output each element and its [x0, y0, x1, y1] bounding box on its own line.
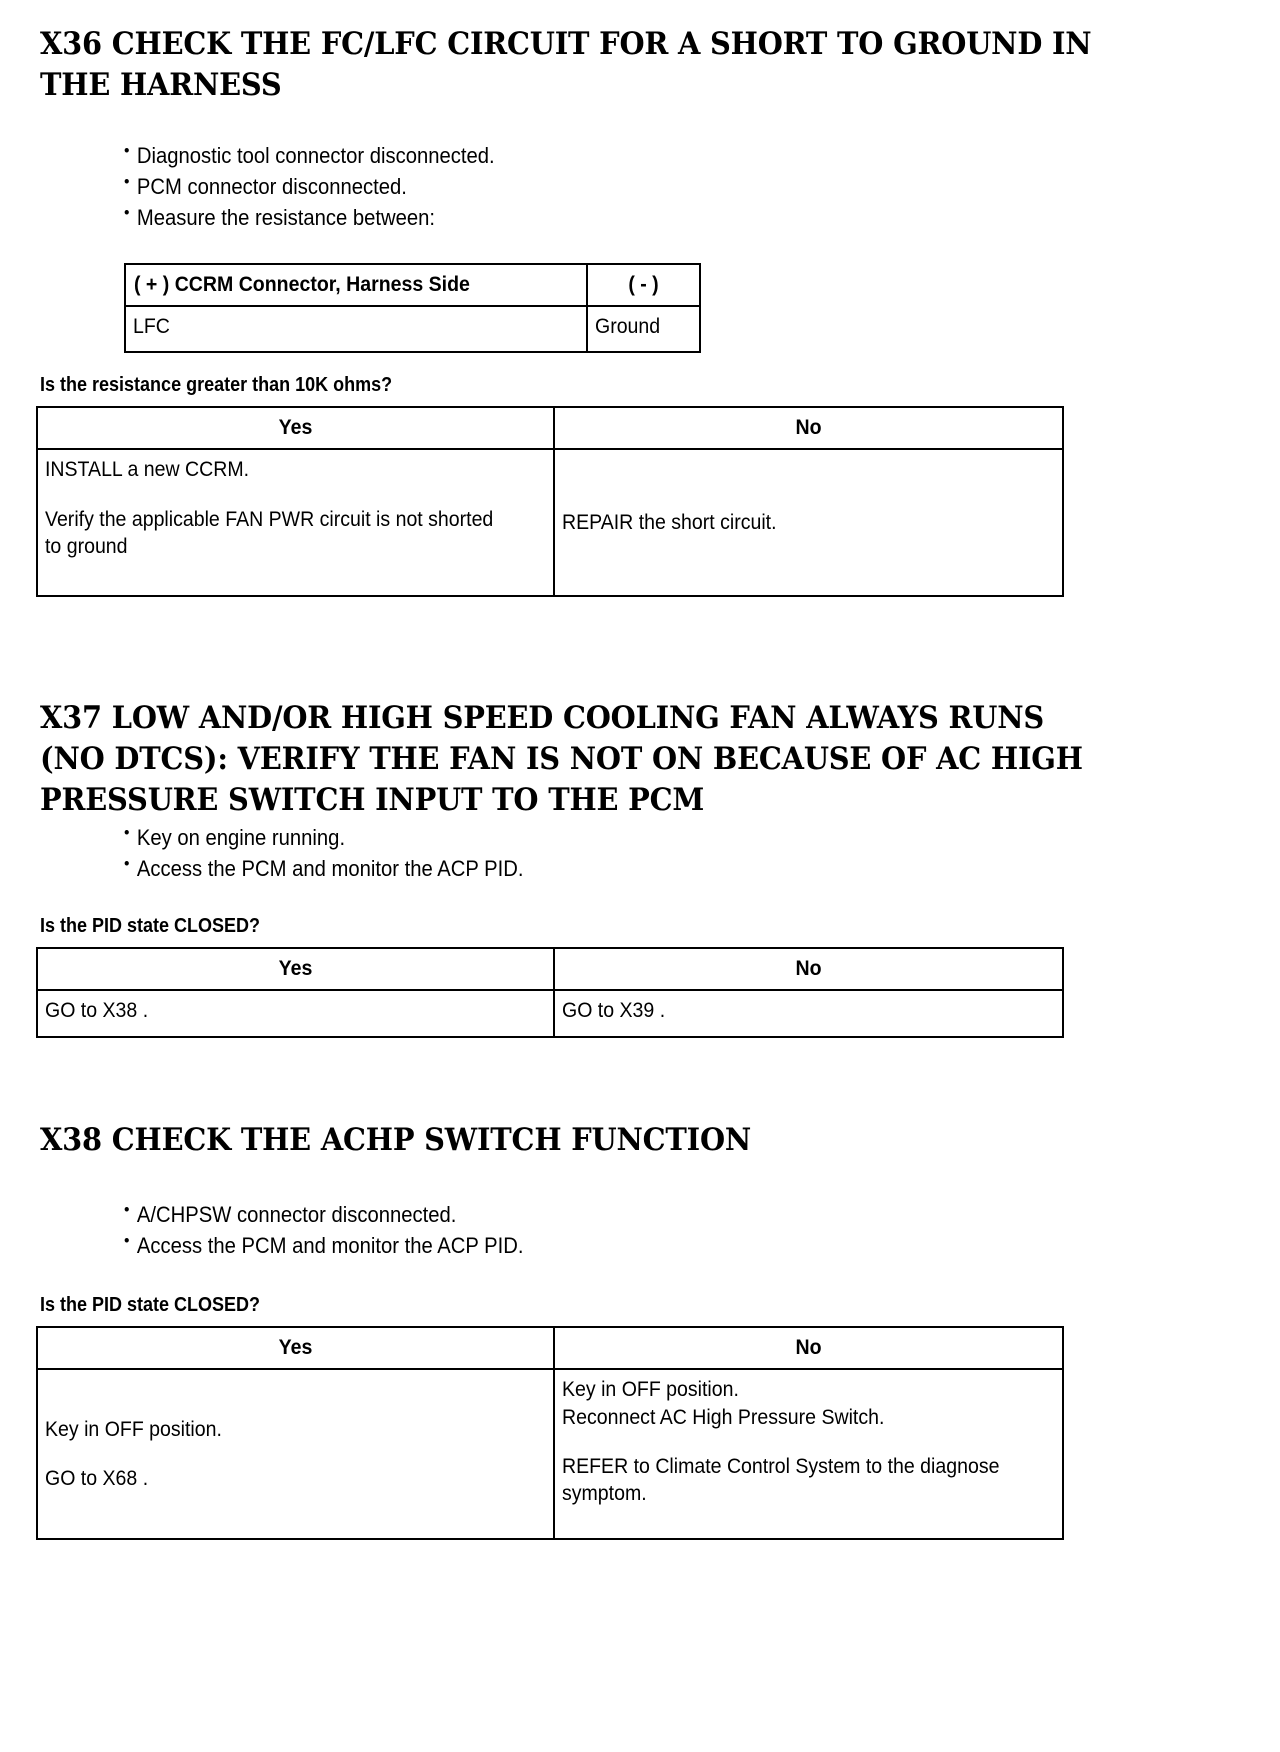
list-item: Access the PCM and monitor the ACP PID. [124, 1229, 823, 1261]
bullet-list-x38: A/CHPSW connector disconnected. Access t… [124, 1198, 884, 1261]
question-x36: Is the resistance greater than 10K ohms? [40, 374, 393, 396]
section-x38-heading: X38 CHECK THE ACHP SWITCH FUNCTION [40, 1120, 1190, 1161]
measurement-cell-negative: Ground [586, 305, 701, 354]
answer-table-x38: Yes No Key in OFF position. GO to X68 . … [36, 1325, 1064, 1541]
bullet-list-x36: Diagnostic tool connector disconnected. … [124, 139, 884, 234]
answer-cell-no: GO to X39 . [553, 989, 1064, 1039]
answer-header-yes: Yes [36, 405, 555, 451]
table-row: Key in OFF position. GO to X68 . Key in … [36, 1368, 1064, 1541]
table-header-row: Yes No [36, 405, 1064, 451]
measurement-header-positive: ( + ) CCRM Connector, Harness Side [124, 262, 588, 308]
table-row: GO to X38 . GO to X39 . [36, 989, 1064, 1039]
answer-cell-yes: GO to X38 . [36, 989, 555, 1039]
question-x38: Is the PID state CLOSED? [40, 1294, 261, 1316]
answer-header-yes: Yes [36, 1325, 555, 1371]
step-heading-x38: X38 CHECK THE ACHP SWITCH FUNCTION [40, 1122, 752, 1158]
measurement-table-x36: ( + ) CCRM Connector, Harness Side ( - )… [124, 262, 701, 354]
bullet-list-x37: Key on engine running. Access the PCM an… [124, 821, 884, 884]
answer-header-no: No [553, 405, 1064, 451]
answer-header-no: No [553, 946, 1064, 992]
spacer [45, 1443, 546, 1465]
table-header-row: Yes No [36, 946, 1064, 992]
table-row: INSTALL a new CCRM. Verify the applicabl… [36, 448, 1064, 598]
table-header-row: Yes No [36, 1325, 1064, 1371]
section-x36-heading: X36 CHECK THE FC/LFC CIRCUIT FOR A SHORT… [40, 24, 1180, 106]
list-item: PCM connector disconnected. [124, 170, 823, 202]
answer-cell-yes: INSTALL a new CCRM. Verify the applicabl… [36, 448, 555, 598]
answer-table-x37: Yes No GO to X38 . GO to X39 . [36, 946, 1064, 1039]
spacer [562, 1431, 1055, 1453]
table-row: LFC Ground [124, 305, 701, 354]
list-item: A/CHPSW connector disconnected. [124, 1198, 823, 1230]
list-item: Access the PCM and monitor the ACP PID. [124, 852, 823, 884]
list-item: Key on engine running. [124, 821, 823, 853]
answer-cell-yes: Key in OFF position. GO to X68 . [36, 1368, 555, 1541]
answer-cell-no: REPAIR the short circuit. [553, 448, 1064, 598]
list-item: Diagnostic tool connector disconnected. [124, 139, 823, 171]
answer-header-no: No [553, 1325, 1064, 1371]
step-heading-x36: X36 CHECK THE FC/LFC CIRCUIT FOR A SHORT… [40, 26, 1092, 103]
table-header-row: ( + ) CCRM Connector, Harness Side ( - ) [124, 262, 701, 308]
step-heading-x37: X37 LOW AND/OR HIGH SPEED COOLING FAN AL… [40, 700, 1083, 818]
measurement-header-negative: ( - ) [586, 262, 701, 308]
measurement-cell-positive: LFC [124, 305, 588, 354]
spacer [45, 484, 546, 506]
list-item: Measure the resistance between: [124, 201, 823, 233]
answer-header-yes: Yes [36, 946, 555, 992]
answer-table-x36: Yes No INSTALL a new CCRM. Verify the ap… [36, 405, 1064, 598]
answer-cell-no: Key in OFF position. Reconnect AC High P… [553, 1368, 1064, 1541]
question-x37: Is the PID state CLOSED? [40, 915, 261, 937]
section-x37-heading: X37 LOW AND/OR HIGH SPEED COOLING FAN AL… [40, 698, 1190, 821]
